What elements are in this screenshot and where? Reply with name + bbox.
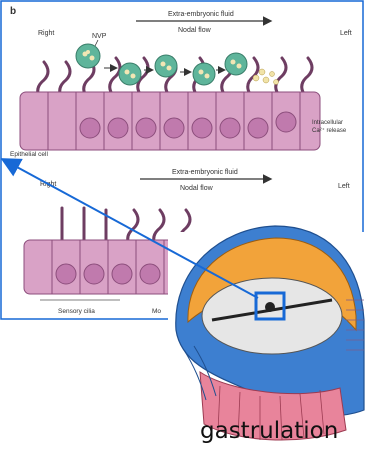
release-label-2: Ca²⁺ release (312, 127, 347, 134)
top-epithelium (20, 92, 320, 150)
motile-cilia-label: Mo (152, 308, 161, 315)
caption-gastrulation: gastrulation (200, 418, 338, 444)
top-right-label: Right (38, 30, 54, 37)
top-left-label: Left (340, 30, 352, 37)
nvp-label: NVP (92, 33, 107, 40)
bottom-left-label: Left (338, 183, 350, 190)
top-fluid-label: Extra-embryonic fluid (168, 11, 234, 18)
bottom-fluid-label: Extra-embryonic fluid (172, 169, 238, 176)
release-label-1: Intracellular (312, 120, 343, 126)
sensory-cilia-label: Sensory cilia (58, 308, 95, 315)
epithelial-cell-label: Epithelial cell (10, 151, 48, 158)
panel-letter: b (10, 6, 16, 17)
embryo-illustration (168, 226, 365, 440)
bottom-flow-label: Nodal flow (180, 185, 214, 192)
top-flow-label: Nodal flow (178, 27, 212, 34)
